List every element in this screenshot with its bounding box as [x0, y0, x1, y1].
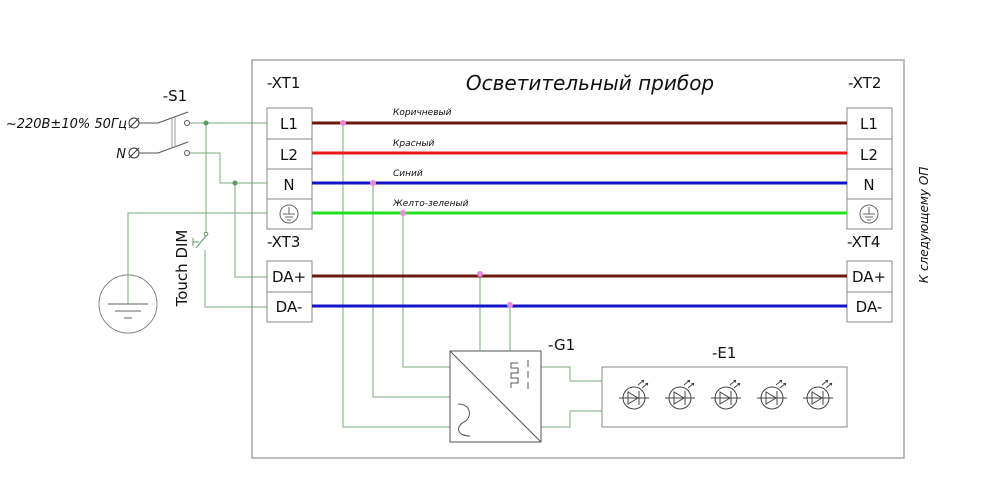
wire-label-red: Красный: [393, 139, 435, 149]
xt4-pin-da-minus: DA-: [856, 298, 883, 316]
wire-label-yellow-green: Желто-зеленый: [392, 199, 469, 209]
junction-dot: [232, 180, 238, 186]
led-icon: [757, 379, 787, 410]
terminal-circle-icon: [128, 117, 140, 129]
xt1-pin-n: N: [283, 176, 294, 194]
protective-earth-icon: [279, 204, 299, 224]
protective-earth-icon: [859, 204, 879, 224]
xt3-pin-da-minus: DA-: [276, 298, 303, 316]
led-module-label: -E1: [712, 344, 736, 362]
led-icon: [711, 379, 741, 410]
junction-dot: [400, 210, 406, 216]
driver-wiring: [342, 123, 602, 428]
xt4-pin-da-plus: DA+: [852, 268, 886, 286]
xt2-pin-n: N: [863, 176, 874, 194]
xt2-pin-l1: L1: [860, 115, 878, 133]
terminal-block-xt4: DA+ DA-: [846, 260, 893, 323]
junction-dot: [203, 120, 209, 126]
xt2-label: -XT2: [848, 74, 881, 92]
terminal-circle-icon: [128, 147, 140, 159]
wire-label-brown: Коричневый: [393, 108, 452, 118]
xt1-pin-l2: L2: [280, 146, 298, 164]
diagram-title: Осветительный прибор: [466, 71, 714, 95]
junction-dot: [477, 271, 483, 277]
supply-line-label: ~220В±10% 50Гц: [6, 117, 127, 132]
supply-wiring: [127, 122, 267, 308]
switch-label: -S1: [163, 87, 187, 105]
switch-s1-icon: [139, 111, 190, 156]
terminal-block-xt3: DA+ DA-: [266, 260, 313, 323]
xt2-pin-l2: L2: [860, 146, 878, 164]
led-module-e1: [601, 366, 848, 428]
led-icon: [619, 379, 649, 410]
led-icon: [665, 379, 695, 410]
side-note: К следующему ОП: [917, 167, 931, 284]
led-array: [619, 379, 833, 410]
bus-wires: [312, 121, 847, 308]
xt1-pin-l1: L1: [280, 115, 298, 133]
luminaire-enclosure: [251, 59, 905, 459]
terminal-block-xt2: L1 L2 N: [846, 107, 893, 230]
junction-dot: [340, 120, 346, 126]
driver-label: -G1: [548, 336, 575, 354]
xt4-label: -XT4: [847, 233, 880, 251]
terminal-block-xt1: L1 L2 N: [266, 107, 313, 230]
driver-g1-icon: [449, 350, 542, 443]
xt3-pin-da-plus: DA+: [272, 268, 306, 286]
junction-dot: [370, 180, 376, 186]
ground-icon: [98, 274, 158, 334]
supply-neutral-label: N: [116, 147, 126, 162]
touch-dim-button-icon: [192, 231, 209, 249]
xt3-label: -XT3: [267, 233, 300, 251]
led-icon: [803, 379, 833, 410]
xt1-label: -XT1: [267, 74, 300, 92]
wire-label-blue: Синий: [393, 169, 423, 179]
touch-dim-label: Touch DIM: [173, 230, 191, 308]
bus-junctions: [340, 120, 513, 308]
junction-dot: [507, 302, 513, 308]
